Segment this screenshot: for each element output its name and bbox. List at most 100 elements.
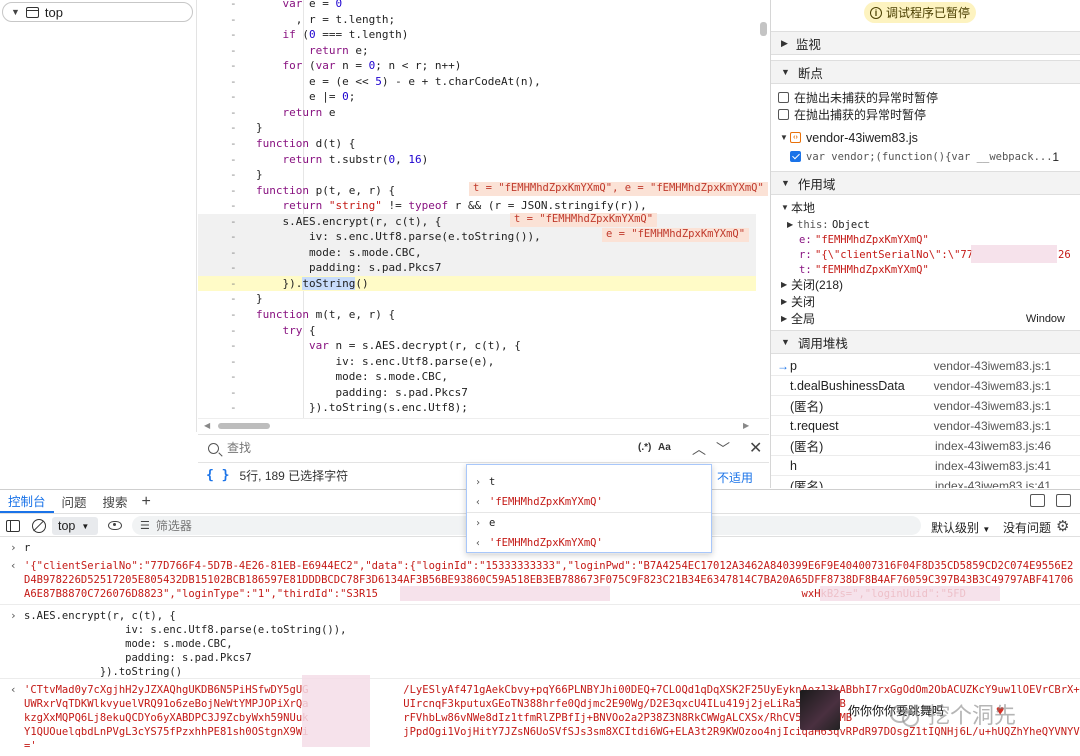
tab-search[interactable]: 搜索 xyxy=(102,496,128,510)
line-marker[interactable]: - xyxy=(230,261,237,275)
scroll-left-icon[interactable]: ◀ xyxy=(204,421,211,430)
call-frame[interactable]: (匿名)index-43iwem83.js:41 xyxy=(771,476,1080,489)
call-stack-section-header[interactable]: ▼ 调用堆栈 xyxy=(771,330,1080,354)
pause-caught-checkbox[interactable] xyxy=(778,109,789,120)
call-frame-location[interactable]: index-43iwem83.js:41 xyxy=(934,458,1051,473)
line-marker[interactable]: - xyxy=(230,230,237,244)
call-frame[interactable]: (匿名)vendor-43iwem83.js:1 xyxy=(771,396,1080,416)
code-line[interactable]: - padding: s.pad.Pkcs7 xyxy=(198,260,756,276)
code-line[interactable]: - }).toString(s.enc.Utf8); xyxy=(198,400,756,416)
scope-e-row[interactable]: e: "fEMHMhdZpxKmYXmQ" xyxy=(771,231,1080,248)
log-levels-dropdown[interactable]: 默认级别 ▼ xyxy=(931,519,990,536)
code-editor[interactable]: - var e = 0- , r = t.length;- if (0 === … xyxy=(198,0,769,418)
coverage-link[interactable]: 不适用 xyxy=(717,471,754,485)
code-line[interactable]: - return e xyxy=(198,105,756,121)
code-line[interactable]: - , r = t.length; xyxy=(198,12,756,28)
line-marker[interactable]: - xyxy=(230,339,237,353)
clear-console-icon[interactable] xyxy=(32,519,46,533)
code-line[interactable]: - s.AES.encrypt(r, c(t), { xyxy=(198,213,756,230)
line-marker[interactable]: - xyxy=(230,370,237,384)
line-marker[interactable]: - xyxy=(230,90,237,104)
code-line[interactable]: - mode: s.mode.CBC, xyxy=(198,369,756,385)
scope-r-row[interactable]: r: "{\"clientSerialNo\":\"77 26 xyxy=(771,246,1080,263)
line-marker[interactable]: - xyxy=(230,74,237,88)
console-sidebar-icon[interactable] xyxy=(6,520,20,532)
code-line[interactable]: - }).toString() xyxy=(198,275,756,292)
code-line[interactable]: -} xyxy=(198,291,756,307)
line-marker[interactable]: - xyxy=(230,0,237,10)
code-line[interactable]: - return e; xyxy=(198,43,756,59)
breakpoint-entry[interactable]: var vendor;(function(){var __webpack... … xyxy=(771,148,1080,165)
scroll-right-icon[interactable]: ▶ xyxy=(743,421,750,430)
pause-uncaught-row[interactable]: 在抛出未捕获的异常时暂停 xyxy=(771,89,1080,106)
undock-drawer-icon[interactable] xyxy=(1030,494,1045,507)
line-marker[interactable]: - xyxy=(230,323,237,337)
find-previous-icon[interactable]: ︿ xyxy=(692,441,706,457)
code-line[interactable]: -} xyxy=(198,120,756,136)
code-line[interactable]: - mode: s.mode.CBC, xyxy=(198,244,756,261)
tree-item-top[interactable]: ▼ top xyxy=(2,2,193,22)
line-marker[interactable]: - xyxy=(230,183,237,197)
editor-vertical-scrollbar[interactable] xyxy=(760,22,767,36)
code-line[interactable]: -} xyxy=(198,167,756,183)
scope-global-row[interactable]: ▶ 全局 Window xyxy=(771,310,1080,327)
line-marker[interactable]: - xyxy=(230,292,237,306)
scroll-thumb[interactable] xyxy=(218,423,270,429)
find-input[interactable] xyxy=(227,441,627,455)
regex-toggle[interactable]: (.*) xyxy=(638,442,652,453)
context-selector[interactable]: top ▼ xyxy=(52,517,98,535)
line-marker[interactable]: - xyxy=(230,136,237,150)
match-case-toggle[interactable]: Aa xyxy=(658,442,671,453)
tab-issues[interactable]: 问题 xyxy=(61,496,87,510)
pause-uncaught-checkbox[interactable] xyxy=(778,92,789,103)
code-line[interactable]: - var n = s.AES.decrypt(r, c(t), { xyxy=(198,338,756,354)
line-marker[interactable]: - xyxy=(230,12,237,26)
line-marker[interactable]: - xyxy=(230,121,237,135)
line-marker[interactable]: - xyxy=(230,152,237,166)
line-marker[interactable]: - xyxy=(230,385,237,399)
code-line[interactable]: - padding: s.pad.Pkcs7 xyxy=(198,385,756,401)
scope-closure-row[interactable]: ▶ 关闭 xyxy=(771,293,1080,310)
line-marker[interactable]: - xyxy=(230,59,237,73)
code-line[interactable]: - e = (e << 5) - e + t.charCodeAt(n), xyxy=(198,74,756,90)
close-drawer-icon[interactable] xyxy=(1056,494,1071,507)
breakpoint-checkbox[interactable] xyxy=(790,151,801,162)
code-line[interactable]: - if (0 === t.length) xyxy=(198,27,756,43)
line-marker[interactable]: - xyxy=(230,43,237,57)
editor-horizontal-scrollbar[interactable]: ◀ ▶ xyxy=(198,418,769,432)
call-frame-location[interactable]: index-43iwem83.js:46 xyxy=(934,438,1051,453)
find-next-icon[interactable]: ﹀ xyxy=(716,441,730,457)
pause-caught-row[interactable]: 在抛出捕获的异常时暂停 xyxy=(771,106,1080,123)
gear-icon[interactable]: ⚙ xyxy=(1056,518,1070,535)
add-tab-button[interactable]: + xyxy=(141,492,151,510)
line-marker[interactable]: - xyxy=(230,354,237,368)
scope-closure-218-row[interactable]: ▶ 关闭(218) xyxy=(771,276,1080,293)
call-frame-location[interactable]: vendor-43iwem83.js:1 xyxy=(933,378,1051,393)
call-frame-location[interactable]: index-43iwem83.js:41 xyxy=(934,478,1051,489)
tab-console[interactable]: 控制台 xyxy=(0,490,54,513)
pretty-print-icon[interactable]: { } xyxy=(206,468,230,483)
scope-section-header[interactable]: ▼ 作用域 xyxy=(771,171,1080,195)
code-line[interactable]: - return t.substr(0, 16) xyxy=(198,152,756,168)
code-line[interactable]: -function d(t) { xyxy=(198,136,756,152)
code-line[interactable]: -function m(t, e, r) { xyxy=(198,307,756,323)
heart-icon[interactable]: ♥ xyxy=(996,702,1005,718)
code-line[interactable]: - var e = 0 xyxy=(198,0,756,12)
line-marker[interactable]: - xyxy=(230,401,237,415)
scope-this-row[interactable]: ▶ this: Object xyxy=(771,216,1080,233)
line-marker[interactable]: - xyxy=(230,308,237,321)
scope-local-row[interactable]: ▼ 本地 xyxy=(771,199,1080,216)
line-marker[interactable]: - xyxy=(230,199,237,213)
watch-section-header[interactable]: ▶ 监视 xyxy=(771,31,1080,55)
scope-t-row[interactable]: t: "fEMHMhdZpxKmYXmQ" xyxy=(771,261,1080,278)
call-frame-location[interactable]: vendor-43iwem83.js:1 xyxy=(933,418,1051,433)
code-line[interactable]: -function p(t, e, r) { xyxy=(198,183,756,199)
breakpoints-section-header[interactable]: ▼ 断点 xyxy=(771,60,1080,84)
line-marker[interactable]: - xyxy=(230,245,237,259)
line-marker[interactable]: - xyxy=(230,168,237,182)
live-expression-eye-icon[interactable] xyxy=(108,521,122,530)
